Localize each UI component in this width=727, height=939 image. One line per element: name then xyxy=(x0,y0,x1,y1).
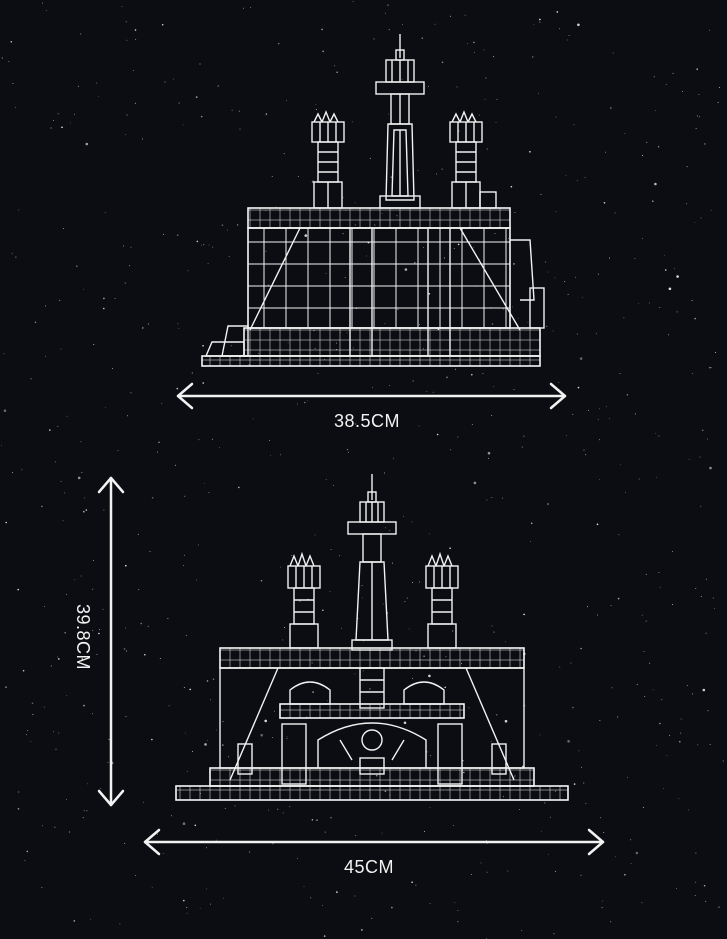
height-arrow-icon xyxy=(97,476,125,807)
model-front-view-drawing xyxy=(175,474,569,801)
bottom-width-label: 45CM xyxy=(343,857,394,877)
front-left-tower xyxy=(287,551,321,649)
bottom-width-arrow-icon xyxy=(143,828,605,856)
top-width-arrow-icon xyxy=(176,382,567,410)
main-building-body xyxy=(201,207,545,367)
model-back-view-drawing xyxy=(201,34,545,367)
left-tower xyxy=(311,110,345,209)
top-width-label: 38.5CM xyxy=(333,411,401,431)
central-spire xyxy=(375,34,425,209)
front-building-body xyxy=(175,647,569,801)
front-right-tower xyxy=(425,551,459,649)
height-label: 39.8CM xyxy=(73,603,93,671)
right-tower xyxy=(449,110,497,209)
front-central-spire xyxy=(347,474,397,651)
